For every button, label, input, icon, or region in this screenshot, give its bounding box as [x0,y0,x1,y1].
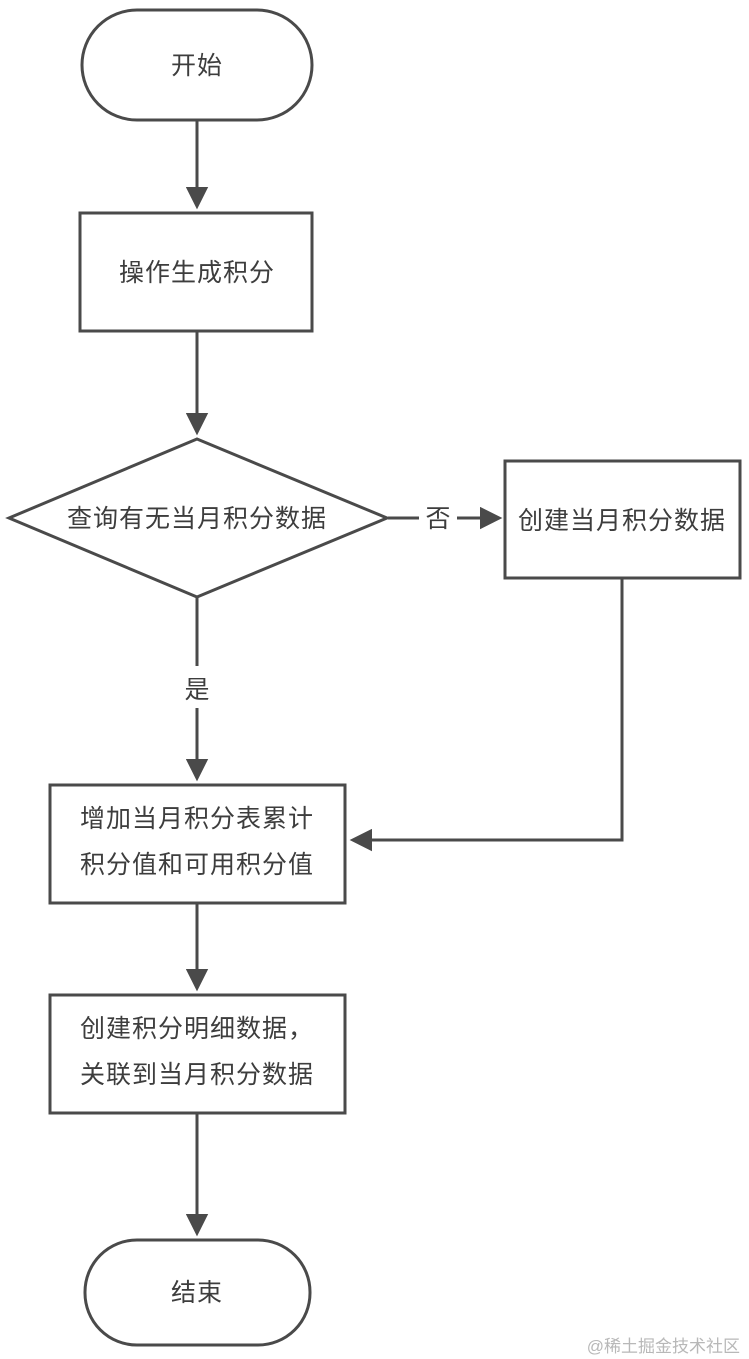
generate-label: 操作生成积分 [119,259,275,287]
detail-label-line1: 创建积分明细数据， [80,1015,314,1043]
end-label: 结束 [171,1279,223,1307]
node-create-month: 创建当月积分数据 [503,459,742,580]
create-month-label: 创建当月积分数据 [518,507,726,535]
watermark: @稀土掘金技术社区 [587,1337,740,1356]
edge-createmonth-to-increase [349,579,624,852]
detail-label-line2: 关联到当月积分数据 [80,1061,314,1089]
edge-label-yes-mask [178,666,216,708]
edge-label-yes-text: 是 [184,676,209,704]
edge-label-yes: 是 [178,666,216,708]
node-end: 结束 [83,1238,312,1347]
increase-process-shape [48,783,347,905]
increase-label-line2: 积分值和可用积分值 [80,851,314,879]
generate-process-shape [78,211,314,333]
edges: 否 是 [178,121,624,1237]
decision-label: 查询有无当月积分数据 [67,505,327,533]
edge-label-no-text: 否 [425,505,450,533]
node-start: 开始 [80,8,314,122]
node-decision: 查询有无当月积分数据 [5,437,391,599]
node-increase: 增加当月积分表累计 积分值和可用积分值 [48,783,347,905]
detail-process-shape [48,993,347,1115]
start-terminator-shape [80,8,314,122]
end-terminator-shape [83,1238,312,1347]
create-month-process-shape [503,459,742,580]
start-label: 开始 [171,52,223,80]
node-detail: 创建积分明细数据， 关联到当月积分数据 [48,993,347,1115]
edge-label-no: 否 [419,497,457,537]
increase-label-line1: 增加当月积分表累计 [80,805,314,833]
decision-diamond-shape [5,437,391,599]
edge-label-no-mask [419,497,457,537]
node-generate: 操作生成积分 [78,211,314,333]
